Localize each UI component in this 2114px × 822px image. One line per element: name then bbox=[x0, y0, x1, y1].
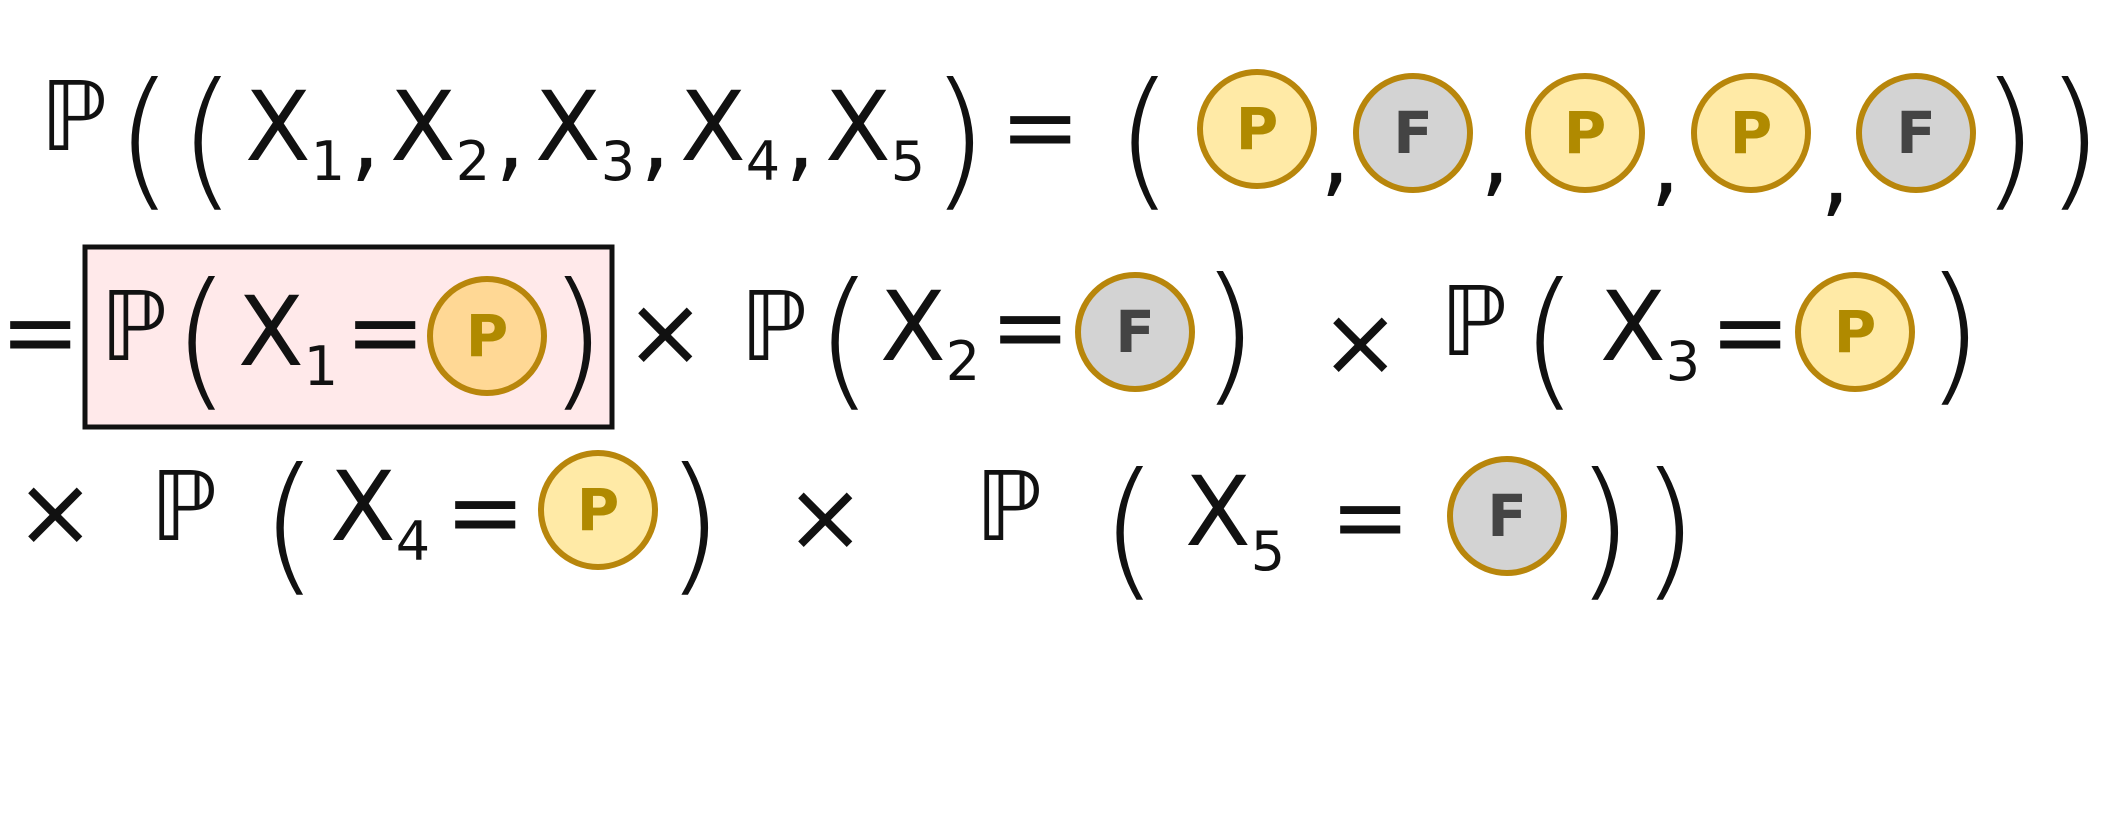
outcome-coin-5: F bbox=[1856, 73, 1976, 193]
outcome-coin-5: F bbox=[1447, 456, 1567, 576]
open-paren: ( bbox=[1520, 252, 1579, 426]
outcome-coin-1: P bbox=[1197, 69, 1317, 189]
outcome-coin-2: F bbox=[1353, 73, 1473, 193]
outcome-coin-1: P bbox=[427, 276, 547, 396]
variable-x5: X5 bbox=[1185, 456, 1285, 583]
variable-x1: X1 bbox=[238, 276, 338, 398]
comma: , bbox=[1480, 96, 1511, 208]
open-paren: ( bbox=[1115, 52, 1174, 226]
joint-probability-row: ℙ ( ( X1 , X2 , X3 , X4 , X5 ) = ( P , F… bbox=[40, 52, 2104, 228]
close-paren: ) bbox=[930, 52, 989, 226]
equals-sign: = bbox=[1710, 276, 1790, 388]
prob-symbol: ℙ bbox=[100, 271, 167, 383]
svg-text:F: F bbox=[1896, 99, 1936, 167]
open-paren: ( bbox=[815, 252, 874, 426]
open-paren: ( bbox=[1100, 442, 1159, 616]
comma: , bbox=[1650, 106, 1681, 218]
svg-text:P: P bbox=[1834, 298, 1877, 366]
prob-symbol: ℙ bbox=[975, 451, 1042, 563]
open-paren: ( bbox=[115, 52, 174, 226]
variable-x5: X5 bbox=[825, 71, 925, 193]
close-paren: ) bbox=[1980, 52, 2039, 226]
outcome-coin-3: P bbox=[1525, 73, 1645, 193]
equals-sign: = bbox=[1330, 461, 1410, 573]
close-paren: ) bbox=[1200, 247, 1259, 421]
times-sign: × bbox=[1320, 286, 1400, 398]
close-paren: ) bbox=[665, 437, 724, 611]
prob-symbol: ℙ bbox=[1440, 266, 1507, 378]
svg-text:P: P bbox=[1730, 99, 1773, 167]
prob-symbol: ℙ bbox=[40, 61, 107, 173]
svg-text:F: F bbox=[1487, 482, 1527, 550]
equals-sign: = bbox=[1000, 71, 1080, 183]
comma: , bbox=[640, 81, 671, 193]
comma: , bbox=[495, 81, 526, 193]
svg-text:P: P bbox=[466, 302, 509, 370]
svg-text:P: P bbox=[1564, 99, 1607, 167]
close-paren: ) bbox=[1925, 247, 1984, 421]
variable-x4: X4 bbox=[680, 71, 780, 193]
outcome-coin-4: P bbox=[538, 450, 658, 570]
svg-text:F: F bbox=[1115, 298, 1155, 366]
svg-text:P: P bbox=[577, 476, 620, 544]
outcome-coin-2: F bbox=[1075, 272, 1195, 392]
equals-sign: = bbox=[345, 276, 425, 388]
variable-x2: X2 bbox=[880, 271, 980, 393]
prob-symbol: ℙ bbox=[740, 271, 807, 383]
comma: , bbox=[1820, 116, 1851, 228]
close-paren: ) bbox=[1640, 442, 1699, 616]
variable-x3: X3 bbox=[535, 71, 635, 193]
close-paren: ) bbox=[548, 252, 607, 426]
equals-sign: = bbox=[990, 271, 1070, 383]
outcome-coin-4: P bbox=[1691, 73, 1811, 193]
svg-text:P: P bbox=[1236, 95, 1279, 163]
comma: , bbox=[350, 81, 381, 193]
prob-symbol: ℙ bbox=[150, 451, 217, 563]
close-paren: ) bbox=[2045, 52, 2104, 226]
factor-row-3: × ℙ ( X4 = P ) × ℙ ( X5 = F ) ) bbox=[15, 437, 1699, 616]
variable-x2: X2 bbox=[390, 71, 490, 193]
times-sign: × bbox=[785, 461, 865, 573]
times-sign: × bbox=[15, 456, 95, 568]
comma: , bbox=[1320, 96, 1351, 208]
open-paren: ( bbox=[178, 52, 237, 226]
close-paren: ) bbox=[1575, 442, 1634, 616]
svg-text:F: F bbox=[1393, 99, 1433, 167]
equals-sign: = bbox=[0, 276, 80, 388]
comma: , bbox=[785, 81, 816, 193]
factor-row-2: = ℙ ( X1 = P ) × ℙ ( X2 = F ) × ℙ ( X3 =… bbox=[0, 244, 1984, 430]
variable-x4: X4 bbox=[330, 451, 430, 573]
open-paren: ( bbox=[260, 437, 319, 611]
times-sign: × bbox=[625, 276, 705, 388]
open-paren: ( bbox=[172, 252, 231, 426]
variable-x3: X3 bbox=[1600, 271, 1700, 393]
variable-x1: X1 bbox=[245, 71, 345, 193]
outcome-coin-3: P bbox=[1795, 272, 1915, 392]
equals-sign: = bbox=[445, 456, 525, 568]
